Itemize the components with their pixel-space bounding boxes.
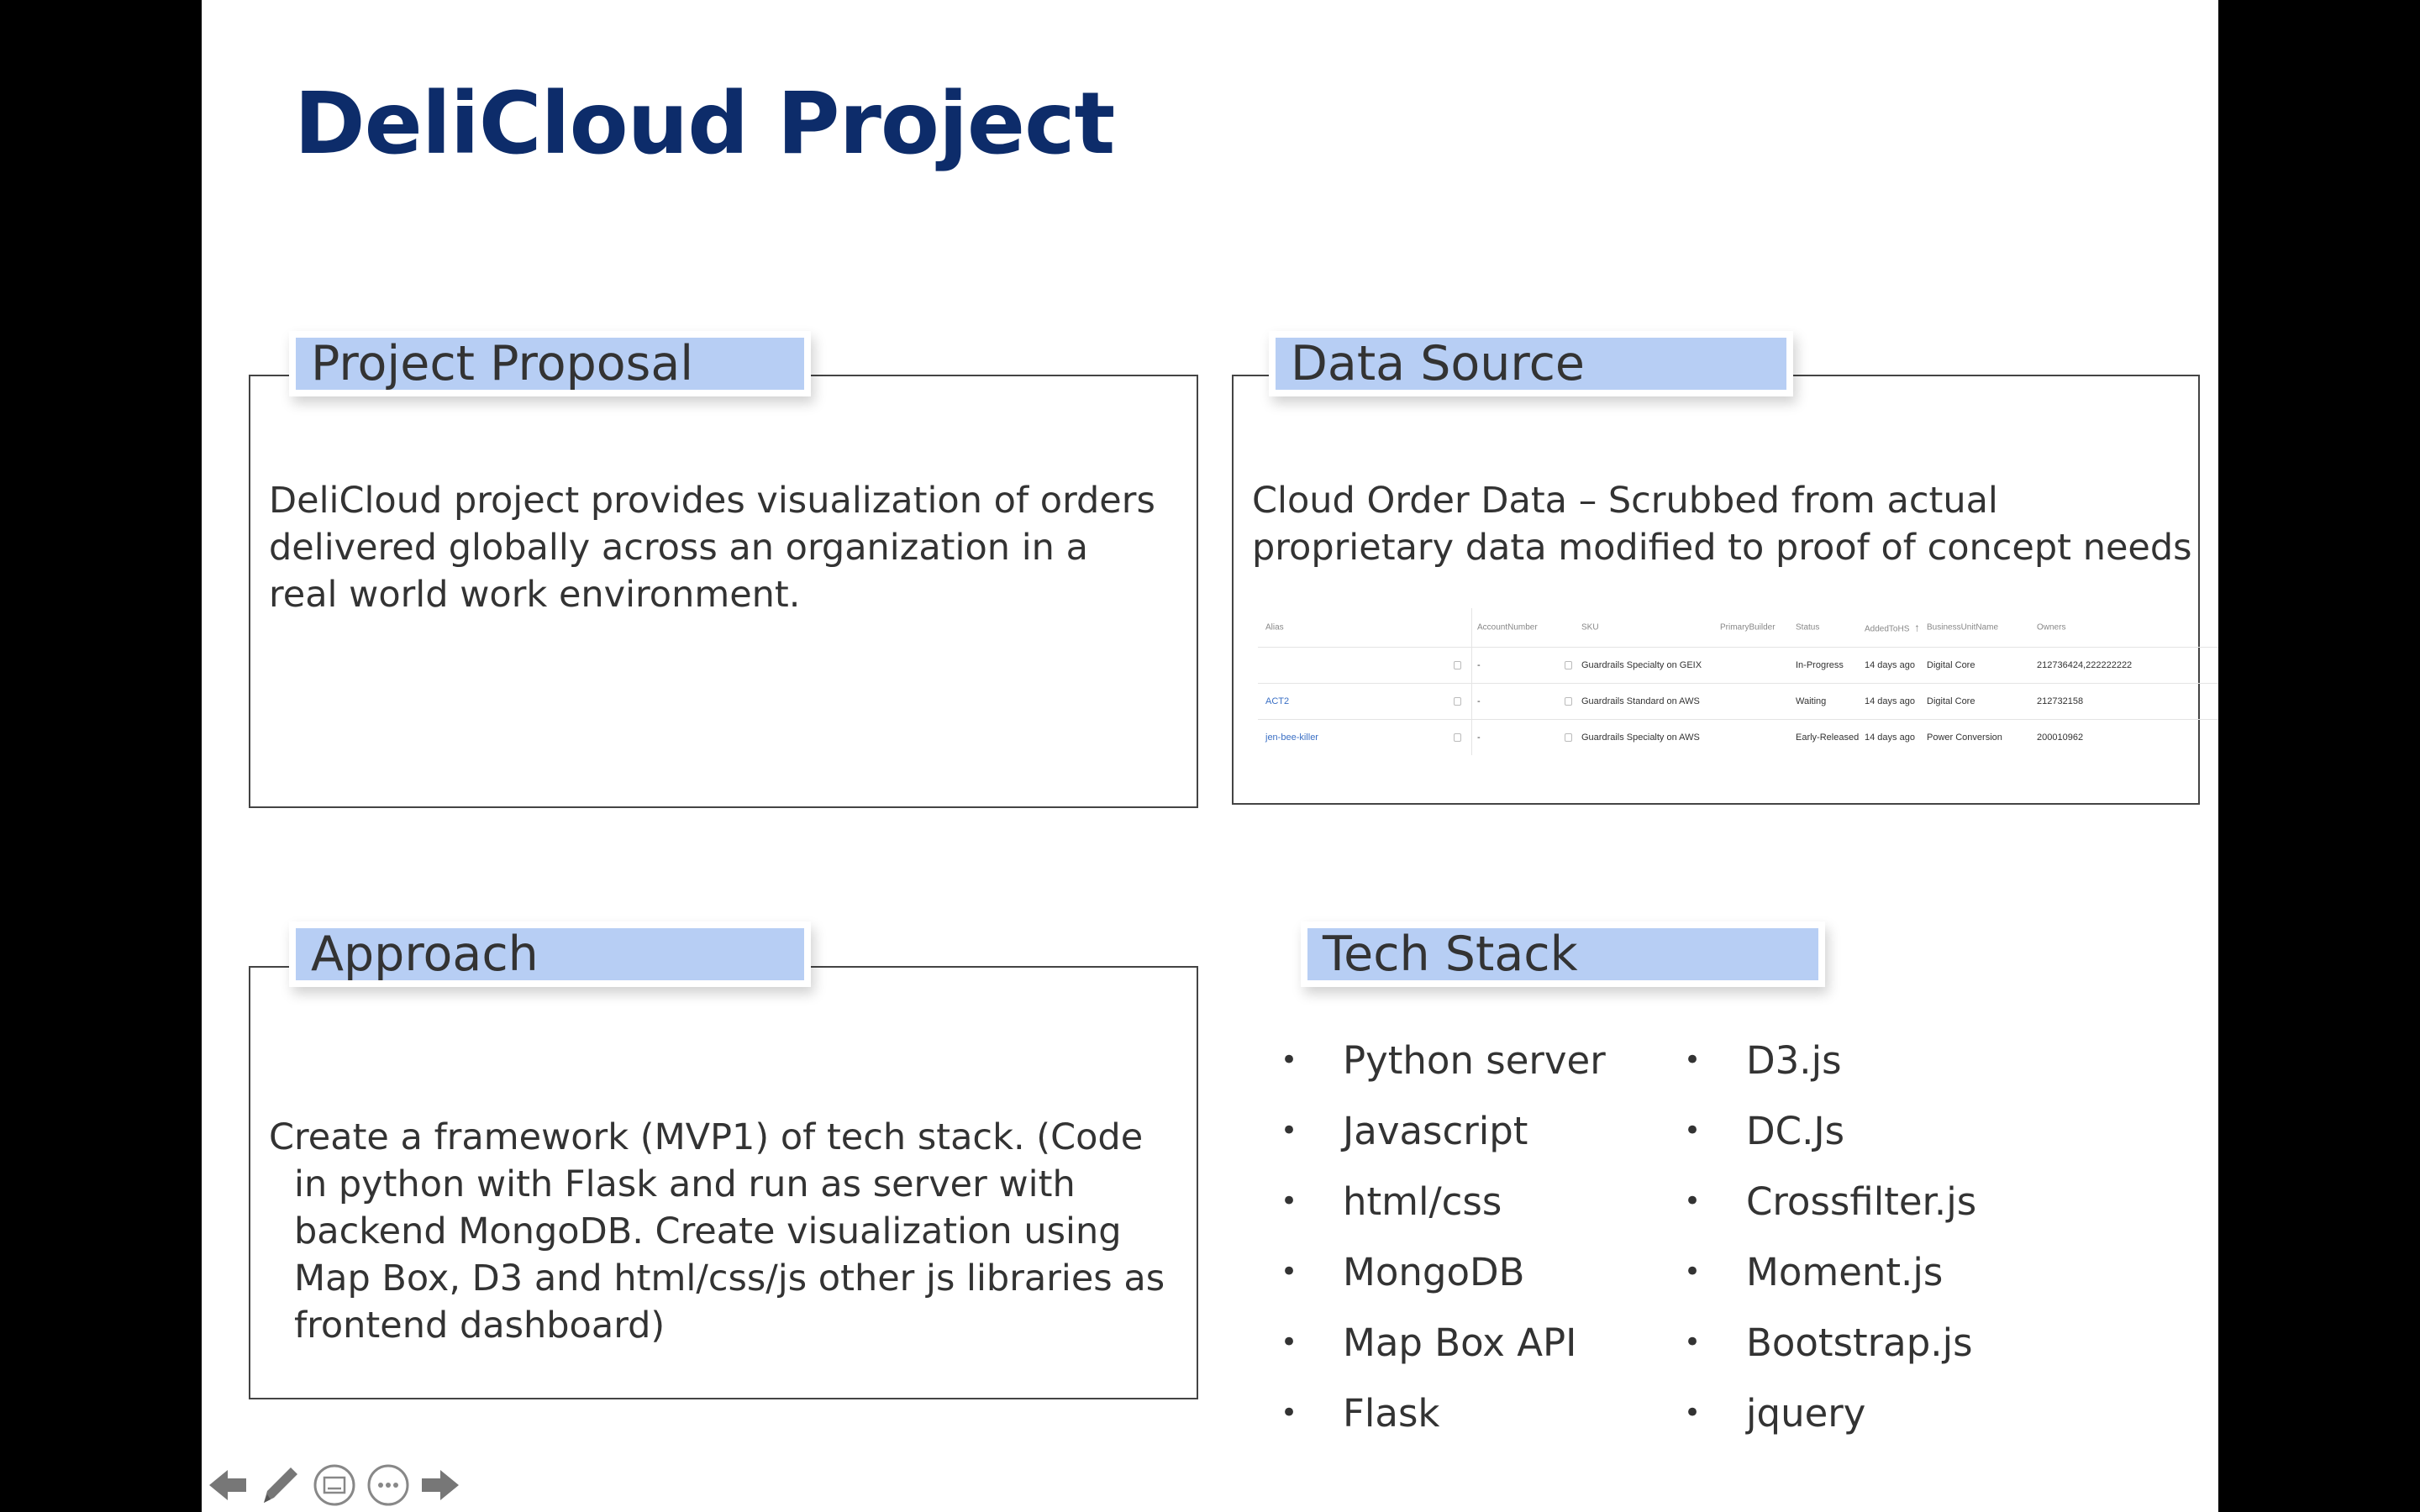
bullet-icon: • xyxy=(1281,1184,1298,1218)
bullet-icon: • xyxy=(1684,1255,1702,1289)
copy-icon[interactable] xyxy=(1454,733,1461,742)
table-header-row: Alias AccountNumber SKU PrimaryBuilder S… xyxy=(1258,608,2218,648)
col-header-alias[interactable]: Alias xyxy=(1265,622,1284,633)
tech-item: Javascript xyxy=(1343,1109,1528,1153)
proposal-box xyxy=(249,375,1198,808)
cell-alias[interactable]: ACT2 xyxy=(1265,696,1290,706)
tech-item: html/css xyxy=(1343,1179,1502,1224)
proposal-text: DeliCloud project provides visualization… xyxy=(269,480,1155,616)
copy-icon[interactable] xyxy=(1565,661,1572,669)
tech-item: jquery xyxy=(1746,1391,1866,1436)
col-header-added[interactable]: AddedToHS ↑ xyxy=(1865,622,1920,634)
cell-owners: 212732158 xyxy=(2037,696,2084,706)
bullet-icon: • xyxy=(1684,1396,1702,1430)
tech-item: DC.Js xyxy=(1746,1109,1845,1153)
copy-icon[interactable] xyxy=(1454,697,1461,706)
col-header-sku[interactable]: SKU xyxy=(1581,622,1599,633)
data-table: Alias AccountNumber SKU PrimaryBuilder S… xyxy=(1258,608,2218,755)
cell-owners: 212736424,222222222 xyxy=(2037,660,2133,670)
cell-bu: Power Conversion xyxy=(1927,732,2002,743)
bullet-icon: • xyxy=(1684,1326,1702,1359)
cell-owners: 200010962 xyxy=(2037,732,2084,743)
cell-status: In-Progress xyxy=(1796,660,1844,670)
copy-icon[interactable] xyxy=(1454,661,1461,669)
bullet-icon: • xyxy=(1281,1326,1298,1359)
cell-status: Waiting xyxy=(1796,696,1827,706)
table-row[interactable]: ACT2 - Guardrails Standard on AWS Waitin… xyxy=(1258,684,2218,720)
tech-item: MongoDB xyxy=(1343,1250,1525,1294)
bullet-icon: • xyxy=(1281,1255,1298,1289)
subtitles-icon[interactable] xyxy=(313,1463,356,1507)
col-header-owners[interactable]: Owners xyxy=(2037,622,2066,633)
cell-added: 14 days ago xyxy=(1865,660,1915,670)
datasource-box xyxy=(1232,375,2200,805)
cell-account: - xyxy=(1477,696,1481,706)
arrow-left-icon[interactable] xyxy=(206,1465,250,1505)
bullet-icon: • xyxy=(1281,1043,1298,1077)
cell-added: 14 days ago xyxy=(1865,732,1915,743)
datasource-text: Cloud Order Data – Scrubbed from actual … xyxy=(1252,480,2192,569)
bullet-icon: • xyxy=(1684,1043,1702,1077)
copy-icon[interactable] xyxy=(1565,733,1572,742)
approach-box xyxy=(249,966,1198,1399)
bullet-icon: • xyxy=(1684,1114,1702,1147)
bullet-icon: • xyxy=(1281,1114,1298,1147)
techstack-heading: Tech Stack xyxy=(1307,928,1818,980)
slide-title: DeliCloud Project xyxy=(294,74,1115,174)
col-header-account[interactable]: AccountNumber xyxy=(1477,622,1538,633)
col-header-status[interactable]: Status xyxy=(1796,622,1820,633)
col-header-bu[interactable]: BusinessUnitName xyxy=(1927,622,1999,633)
pen-icon[interactable] xyxy=(257,1461,304,1508)
arrow-right-icon[interactable] xyxy=(418,1465,462,1505)
tech-item: Map Box API xyxy=(1343,1320,1577,1365)
table-row[interactable]: jen-bee-killer - Guardrails Specialty on… xyxy=(1258,720,2218,755)
tech-item: Moment.js xyxy=(1746,1250,1944,1294)
cell-account: - xyxy=(1477,732,1481,743)
cell-bu: Digital Core xyxy=(1927,660,1975,670)
cell-alias[interactable]: jen-bee-killer xyxy=(1265,732,1318,743)
more-icon[interactable] xyxy=(366,1463,410,1507)
cell-added: 14 days ago xyxy=(1865,696,1915,706)
tech-item: Bootstrap.js xyxy=(1746,1320,1973,1365)
tech-item: Flask xyxy=(1343,1391,1440,1436)
datasource-heading: Data Source xyxy=(1276,338,1786,390)
approach-text: Create a framework (MVP1) of tech stack.… xyxy=(269,1116,1165,1347)
sort-asc-icon: ↑ xyxy=(1914,621,1920,634)
tech-item: D3.js xyxy=(1746,1038,1842,1083)
proposal-heading: Project Proposal xyxy=(296,338,804,390)
tech-item: Crossfilter.js xyxy=(1746,1179,1977,1224)
table-row[interactable]: - Guardrails Specialty on GEIX In-Progre… xyxy=(1258,648,2218,684)
bullet-icon: • xyxy=(1684,1184,1702,1218)
cell-sku: Guardrails Standard on AWS xyxy=(1581,696,1700,706)
copy-icon[interactable] xyxy=(1565,697,1572,706)
cell-sku: Guardrails Specialty on GEIX xyxy=(1581,660,1702,670)
col-header-builder[interactable]: PrimaryBuilder xyxy=(1720,622,1776,633)
slide: DeliCloud Project Project Proposal DeliC… xyxy=(202,0,2218,1512)
slide-controls xyxy=(202,1458,471,1509)
col-header-added-label: AddedToHS xyxy=(1865,624,1910,634)
cell-status: Early-Released xyxy=(1796,732,1860,743)
cell-account: - xyxy=(1477,660,1481,670)
approach-heading: Approach xyxy=(296,928,804,980)
tech-item: Python server xyxy=(1343,1038,1606,1083)
cell-sku: Guardrails Specialty on AWS xyxy=(1581,732,1700,743)
bullet-icon: • xyxy=(1281,1396,1298,1430)
cell-bu: Digital Core xyxy=(1927,696,1975,706)
